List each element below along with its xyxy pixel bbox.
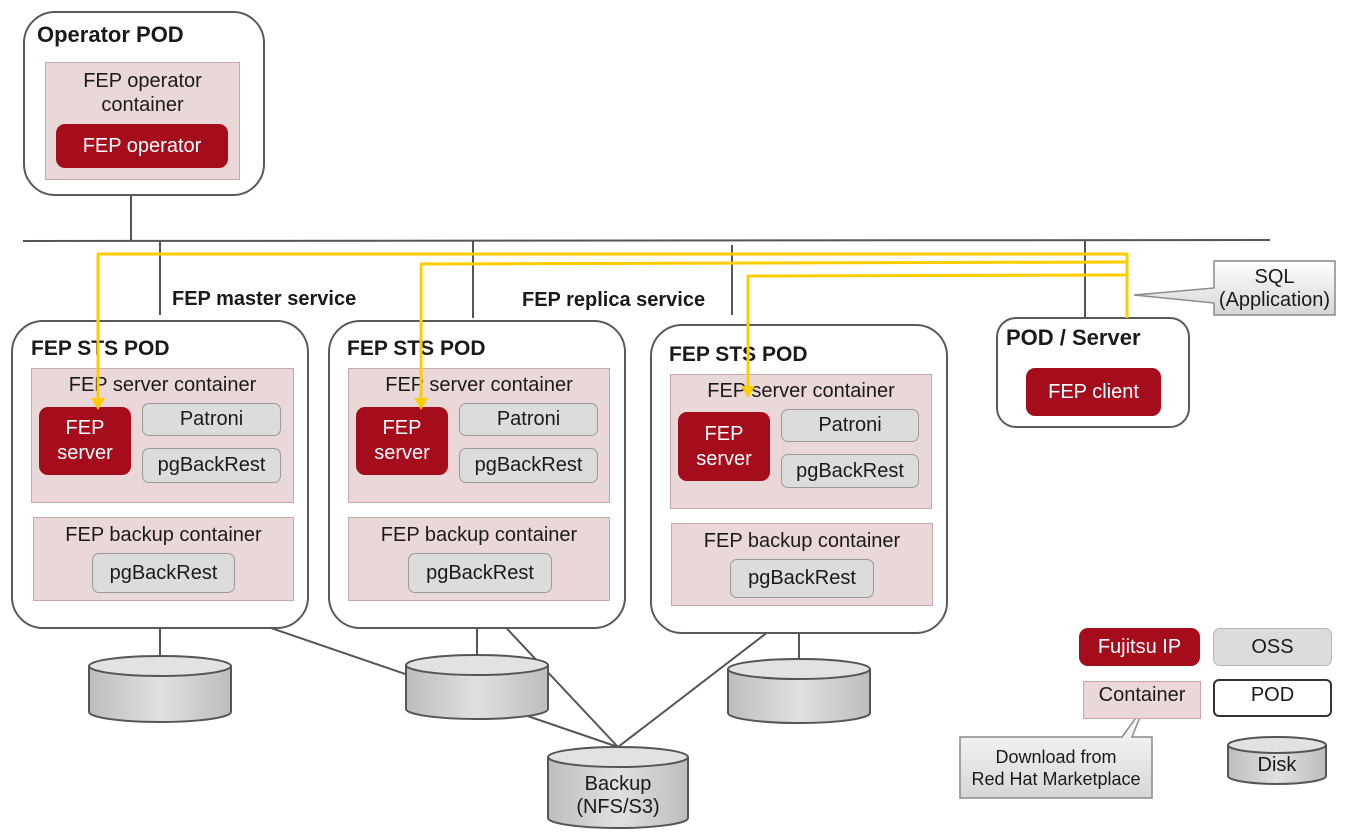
- fep-server-box: FEP server: [678, 412, 770, 481]
- operator-container-label-line2: container: [101, 94, 184, 116]
- sts-pod-title: FEP STS POD: [347, 337, 486, 360]
- operator-container-label-line1: FEP operator: [83, 70, 202, 92]
- backup-disk-icon: [547, 746, 689, 829]
- sts-pod-title: FEP STS POD: [669, 343, 808, 366]
- sql-arrow: [96, 252, 1129, 400]
- fep-server-label-line1: FEP: [65, 417, 105, 439]
- sql-arrowhead: [414, 398, 428, 410]
- backup-container-label: FEP backup container: [703, 530, 901, 552]
- backup-container-label: FEP backup container: [380, 524, 578, 546]
- operator-pod-title: Operator POD: [37, 22, 184, 47]
- legend-container: [1083, 681, 1201, 719]
- operator-container-label: FEP operator container: [45, 69, 240, 117]
- fep-server-label-line1: FEP: [704, 422, 744, 445]
- download-callout-line2: Red Hat Marketplace: [971, 769, 1141, 789]
- disk-icon: [405, 654, 549, 720]
- download-callout-text: Download from Red Hat Marketplace: [960, 746, 1152, 790]
- sql-callout-text: SQL (Application): [1214, 266, 1335, 312]
- sts-pod-title: FEP STS POD: [31, 337, 170, 360]
- legend-oss: OSS: [1213, 628, 1332, 666]
- backup-container-label: FEP backup container: [65, 524, 262, 546]
- fep-server-box: FEP server: [39, 407, 131, 475]
- pgbackrest-box: pgBackRest: [142, 448, 281, 483]
- fep-operator-box: FEP operator: [56, 124, 228, 168]
- server-container-label: FEP server container: [707, 380, 895, 402]
- backup-pgbackrest-box: pgBackRest: [730, 559, 874, 598]
- fep-server-label-line2: server: [696, 447, 752, 470]
- disk-icon: [88, 655, 232, 723]
- backup-pgbackrest-box: pgBackRest: [92, 553, 235, 593]
- legend-container-label: Container: [1098, 684, 1186, 706]
- network-bus: [22, 239, 1271, 242]
- fep-client-box: FEP client: [1026, 368, 1161, 416]
- backup-disk-label-line1: Backup: [584, 773, 652, 795]
- backup-pgbackrest-box: pgBackRest: [408, 553, 552, 593]
- legend-fujitsu-ip: Fujitsu IP: [1079, 628, 1200, 666]
- server-container-label: FEP server container: [385, 374, 573, 396]
- download-callout-line1: Download from: [995, 747, 1117, 767]
- client-pod-title: POD / Server: [1006, 325, 1141, 350]
- sql-callout-line2: (Application): [1218, 289, 1331, 311]
- sql-arrow: [419, 260, 1128, 400]
- sql-callout-line1: SQL: [1254, 266, 1295, 288]
- legend-disk-label: Disk: [1257, 754, 1297, 776]
- pgbackrest-box: pgBackRest: [781, 454, 919, 488]
- backup-disk-label-line2: (NFS/S3): [576, 796, 660, 818]
- fep-server-label-line1: FEP: [382, 417, 422, 439]
- fep-server-box: FEP server: [356, 407, 448, 475]
- replica-service-label: FEP replica service: [522, 289, 706, 311]
- backup-disk-label: Backup (NFS/S3): [548, 773, 688, 819]
- sql-arrowhead: [741, 386, 755, 398]
- disk-icon: [727, 658, 871, 724]
- sql-arrow: [746, 273, 1128, 387]
- sql-arrowhead: [91, 398, 105, 410]
- server-container-label: FEP server container: [68, 374, 257, 396]
- fep-server-label-line2: server: [374, 442, 430, 464]
- pgbackrest-box: pgBackRest: [459, 448, 598, 483]
- legend-disk-icon: [1227, 736, 1327, 785]
- sql-callout: [1133, 260, 1336, 316]
- fep-server-label-line2: server: [57, 442, 113, 464]
- patroni-box: Patroni: [142, 403, 281, 436]
- master-service-label: FEP master service: [172, 288, 357, 310]
- legend-pod: [1213, 679, 1332, 717]
- legend-pod-label: POD: [1250, 684, 1295, 706]
- patroni-box: Patroni: [781, 409, 919, 442]
- download-callout: [959, 706, 1153, 799]
- patroni-box: Patroni: [459, 403, 598, 436]
